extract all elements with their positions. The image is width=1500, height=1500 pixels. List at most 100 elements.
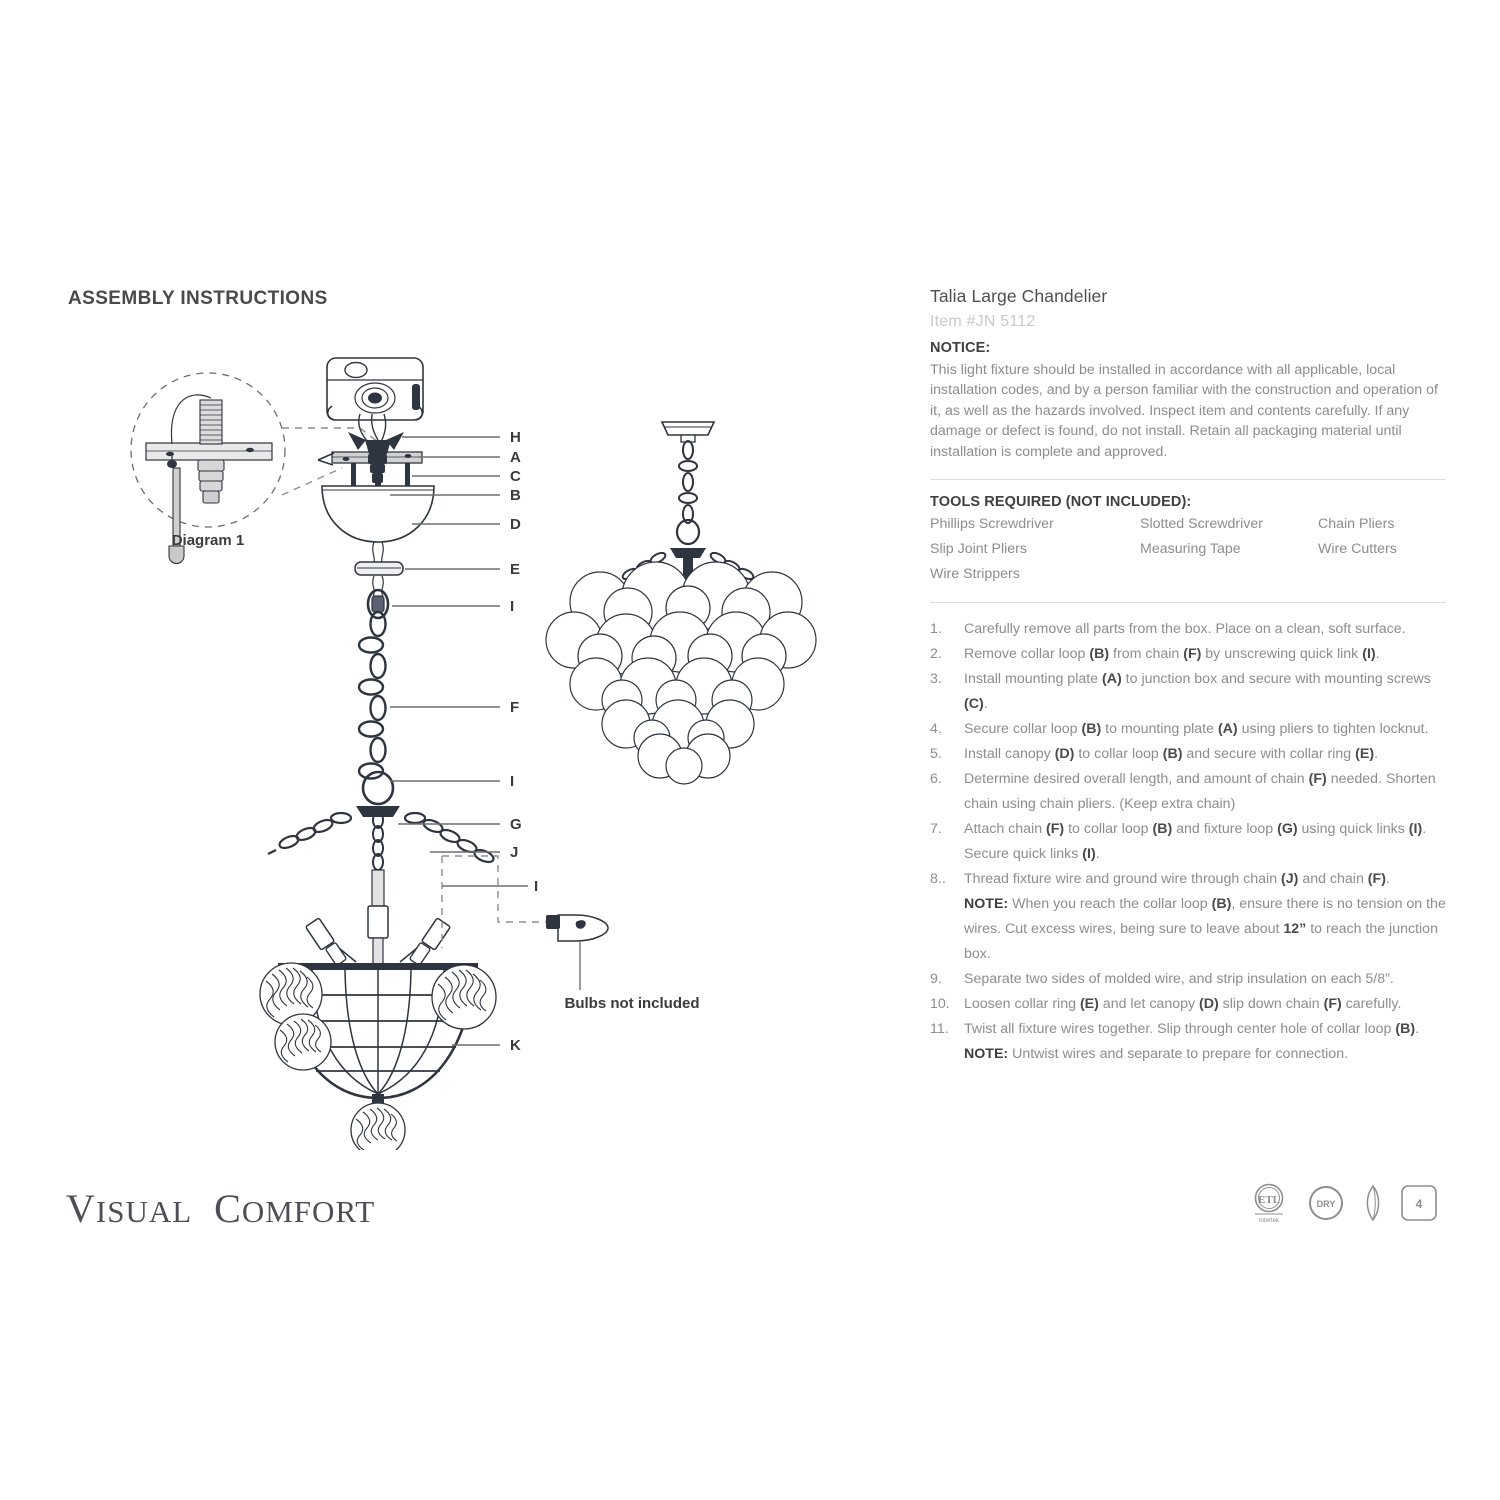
- step-text: Loosen collar ring (E) and let canopy (D…: [964, 996, 1402, 1013]
- diagram-1-inset: Diagram 1: [130, 372, 379, 564]
- tool-item: [1140, 564, 1318, 585]
- notice-heading: NOTICE:: [930, 340, 991, 356]
- part-label-g: G: [510, 816, 522, 833]
- assembly-step: 2. Remove collar loop (B) from chain (F) …: [930, 642, 1446, 667]
- step-text: Separate two sides of molded wire, and s…: [964, 971, 1394, 988]
- etl-intertek-badge: ETL Intertek: [1249, 1182, 1289, 1224]
- step-text: Install mounting plate (A) to junction b…: [964, 671, 1431, 713]
- divider-top: [930, 479, 1446, 481]
- fixture-loop-part-g: [361, 770, 395, 806]
- part-label-c: C: [510, 468, 521, 485]
- assembly-step: 7. Attach chain (F) to collar loop (B) an…: [930, 817, 1446, 867]
- step-text: Determine desired overall length, and am…: [964, 771, 1436, 813]
- step-text: Secure collar loop (B) to mounting plate…: [964, 721, 1429, 738]
- candle-bulb-badge: [1363, 1183, 1383, 1223]
- step-number: 6.: [930, 771, 942, 788]
- finished-chandelier-illustration: [545, 421, 817, 785]
- brand-word-1-initial: V: [66, 1186, 96, 1231]
- dry-location-badge: DRY: [1306, 1183, 1346, 1223]
- tools-list: Phillips Screwdriver Slotted Screwdriver…: [930, 514, 1446, 585]
- notice-body: This light fixture should be installed i…: [930, 360, 1446, 462]
- part-label-b: B: [510, 487, 521, 504]
- assembly-steps-list: 1. Carefully remove all parts from the bo…: [930, 617, 1446, 1067]
- bulb-count-badge: 4: [1400, 1184, 1438, 1222]
- part-label-leaders: H A C B D E I F I G: [390, 429, 538, 1054]
- tool-item: Slotted Screwdriver: [1140, 516, 1264, 533]
- part-label-d: D: [510, 516, 521, 533]
- glass-sphere: [274, 1013, 332, 1071]
- step-text: Carefully remove all parts from the box.…: [964, 621, 1406, 638]
- tool-item: Slip Joint Pliers: [930, 541, 1027, 558]
- brand-word-2-initial: C: [214, 1186, 242, 1231]
- chain-part-j: [267, 806, 495, 871]
- part-label-i-top: I: [510, 598, 514, 615]
- assembly-step: 10. Loosen collar ring (E) and let canopy…: [930, 992, 1446, 1017]
- assembly-step: 11. Twist all fixture wires together. Sli…: [930, 1017, 1446, 1067]
- step-number: 11.: [930, 1021, 949, 1038]
- tool-item: Measuring Tape: [1140, 541, 1241, 558]
- product-item-number: Item #JN 5112: [930, 313, 1036, 330]
- step-text: Twist all fixture wires together. Slip t…: [964, 1021, 1420, 1063]
- divider-bottom: [930, 602, 1446, 604]
- collar-ring-part-e: [354, 561, 404, 576]
- certification-badges: ETL Intertek DRY 4: [1249, 1182, 1438, 1224]
- assembly-step: 1. Carefully remove all parts from the bo…: [930, 617, 1446, 642]
- step-number: 3.: [930, 671, 942, 688]
- notice-text: This light fixture should be installed i…: [930, 362, 1438, 460]
- tool-item: Wire Strippers: [930, 566, 1020, 583]
- bulbs-not-included-note: Bulbs not included: [565, 995, 700, 1012]
- tool-item: Chain Pliers: [1318, 516, 1395, 533]
- part-label-i-mid: I: [510, 773, 514, 790]
- step-number: 5.: [930, 746, 942, 763]
- quick-link-upper-part-i: [366, 588, 390, 620]
- instructions-panel: Talia Large Chandelier Item #JN 5112 NOT…: [930, 286, 1446, 1067]
- brand-word-2-rest: OMFORT: [241, 1194, 376, 1229]
- bulb-callout: Bulbs not included: [442, 855, 700, 1012]
- chain-part-f: [357, 610, 387, 780]
- step-number: 1.: [930, 621, 942, 638]
- part-label-j: J: [510, 844, 518, 861]
- part-label-i-low: I: [534, 878, 538, 895]
- step-number: 9.: [930, 971, 942, 988]
- part-label-e: E: [510, 561, 520, 578]
- assembly-step: 8.. Thread fixture wire and ground wire …: [930, 867, 1446, 967]
- part-label-f: F: [510, 699, 519, 716]
- tool-item: Wire Cutters: [1318, 541, 1397, 558]
- junction-box-assembly: [317, 357, 424, 519]
- step-number: 10.: [930, 996, 950, 1013]
- tool-item: Phillips Screwdriver: [930, 516, 1054, 533]
- basket-frame-part-k: [259, 856, 497, 1150]
- assembly-step: 3. Install mounting plate (A) to junction…: [930, 667, 1446, 717]
- glass-sphere: [350, 1102, 406, 1150]
- canopy-part-d: [321, 485, 435, 567]
- step-text: Install canopy (D) to collar loop (B) an…: [964, 746, 1379, 763]
- brand-logo: VISUAL COMFORT: [66, 1185, 375, 1232]
- tool-item: [1318, 564, 1446, 585]
- part-label-a: A: [510, 449, 521, 466]
- step-text: Attach chain (F) to collar loop (B) and …: [964, 821, 1427, 863]
- assembly-step: 5. Install canopy (D) to collar loop (B) …: [930, 742, 1446, 767]
- etl-badge-sub: Intertek: [1259, 1218, 1280, 1224]
- exploded-assembly-diagram: Diagram 1: [60, 340, 900, 1150]
- assembly-step: 4. Secure collar loop (B) to mounting pla…: [930, 717, 1446, 742]
- etl-badge-main: ETL: [1258, 1194, 1280, 1206]
- step-number: 2.: [930, 646, 942, 663]
- tools-heading: TOOLS REQUIRED (NOT INCLUDED):: [930, 494, 1192, 511]
- part-label-h: H: [510, 429, 521, 446]
- step-number: 8..: [930, 871, 946, 888]
- assembly-step: 9. Separate two sides of molded wire, and…: [930, 967, 1446, 992]
- page-title: ASSEMBLY INSTRUCTIONS: [68, 288, 328, 309]
- product-name: Talia Large Chandelier: [930, 286, 1108, 306]
- assembly-step: 6. Determine desired overall length, and …: [930, 767, 1446, 817]
- brand-word-1-rest: ISUAL: [95, 1194, 193, 1229]
- dry-badge-label: DRY: [1317, 1199, 1336, 1209]
- socket-cluster: [305, 869, 451, 979]
- step-number: 7.: [930, 821, 942, 838]
- step-text: Remove collar loop (B) from chain (F) by…: [964, 646, 1380, 663]
- diagram-1-caption: Diagram 1: [172, 532, 245, 549]
- step-number: 4.: [930, 721, 942, 738]
- step-text: Thread fixture wire and ground wire thro…: [964, 871, 1446, 963]
- glass-sphere: [431, 964, 497, 1030]
- part-label-k: K: [510, 1037, 521, 1054]
